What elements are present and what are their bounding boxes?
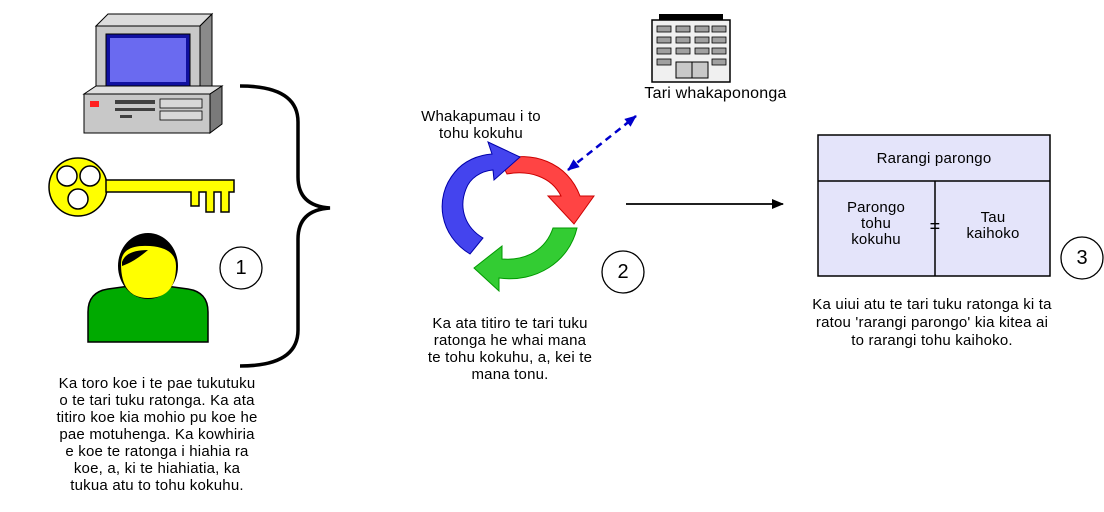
step2-number-circle — [601, 250, 645, 294]
step1-number: 1 — [235, 257, 247, 279]
list-box-left-cell: Parongo tohu kokuhu — [846, 199, 906, 248]
list-box-title: Rarangi parongo — [876, 150, 992, 167]
equals-sign: = — [929, 216, 941, 236]
step2-number: 2 — [617, 261, 629, 283]
verify-label: Whakapumau i to tohu kokuhu — [421, 108, 541, 142]
step3-number: 3 — [1076, 247, 1088, 269]
step3-number-circle — [1060, 236, 1104, 280]
cycle-arrows-icon — [441, 141, 595, 293]
user-icon — [87, 233, 209, 343]
office-building-icon — [651, 14, 731, 83]
key-icon — [48, 157, 235, 217]
office-link-arrow — [567, 115, 637, 171]
list-box — [817, 134, 1051, 277]
step3-description: Ka uiui atu te tari tuku ratonga ki ta r… — [812, 296, 1052, 349]
office-label: Tari whakapononga — [644, 85, 787, 102]
curly-brace — [239, 84, 331, 368]
step1-description: Ka toro koe i te pae tukutuku o te tari … — [56, 375, 258, 494]
computer-icon — [82, 12, 224, 134]
step1-number-circle — [219, 246, 263, 290]
list-box-right-cell: Tau kaihoko — [966, 209, 1020, 242]
step2-description: Ka ata titiro te tari tuku ratonga he wh… — [427, 315, 593, 383]
